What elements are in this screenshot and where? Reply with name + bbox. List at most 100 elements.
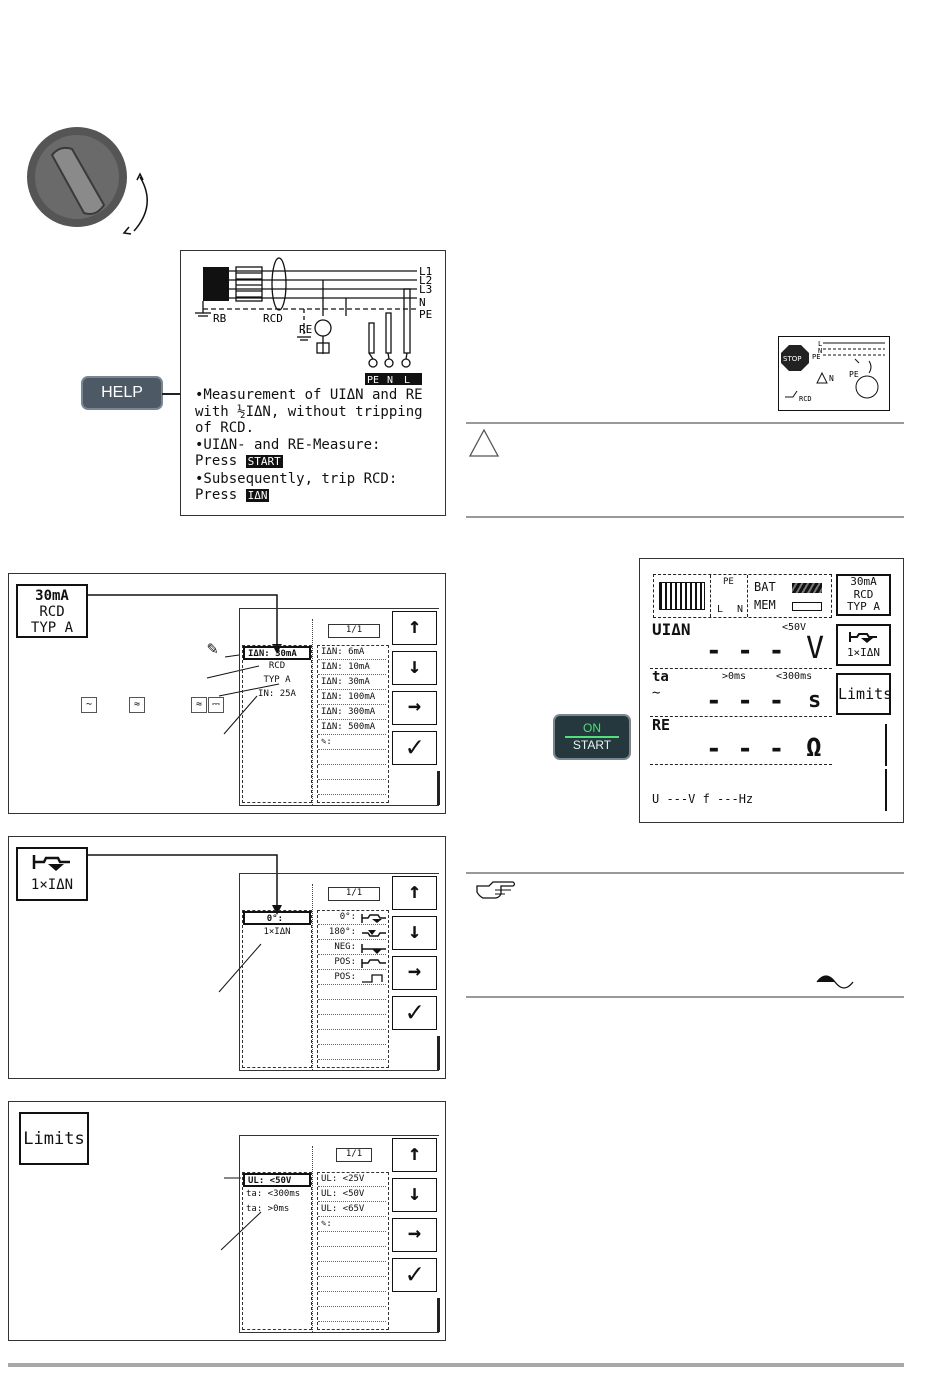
right-button[interactable]: → (392, 1218, 437, 1252)
ta-label: ta (652, 669, 669, 685)
right-button[interactable]: → (392, 956, 437, 990)
confirm-button[interactable]: ✓ (392, 996, 437, 1030)
option-ul-50[interactable]: UL: <50V (318, 1188, 386, 1202)
re-unit: Ω (806, 733, 822, 763)
mem-label: MEM (754, 598, 776, 612)
on-start-key[interactable]: ON START (555, 716, 629, 758)
label-rcd: RCD (263, 312, 283, 325)
idn-key-label: IΔN (245, 489, 270, 502)
up-button[interactable]: ↑ (392, 611, 437, 645)
option-idn-100[interactable]: IΔN: 100mA (318, 691, 386, 705)
scrollbar[interactable] (437, 1036, 440, 1070)
option-idn-6[interactable]: IΔN: 6mA (318, 646, 386, 660)
option-pos-half[interactable]: POS: (318, 956, 386, 970)
ta-value: - - - (706, 686, 785, 716)
option-edit[interactable]: ✎: (318, 1218, 386, 1232)
selected-idn[interactable]: IΔN: 30mA (243, 646, 311, 660)
svg-text:N: N (818, 347, 822, 355)
option-empty (318, 1263, 386, 1277)
option-empty (318, 751, 386, 765)
start-key-label: START (245, 455, 283, 468)
scrollbar[interactable] (437, 1298, 440, 1332)
limits-settings-panel: Limits 1/1 UL: <50V ta: <300ms ta: >0ms … (8, 1101, 446, 1341)
option-column: IΔN: 6mA IΔN: 10mA IΔN: 30mA IΔN: 100mA … (317, 645, 389, 803)
rotary-switch[interactable] (22, 125, 162, 240)
option-idn-30[interactable]: IΔN: 30mA (318, 676, 386, 690)
option-phase-0[interactable]: 0°: (318, 911, 386, 925)
option-neg[interactable]: NEG: (318, 941, 386, 955)
option-pos-dc[interactable]: POS: (318, 971, 386, 985)
scrollbar[interactable] (437, 771, 440, 805)
option-empty (318, 781, 386, 795)
pulse-mode-softkey[interactable]: 1×IΔN (836, 624, 891, 666)
ta-limit-lo: >0ms (722, 671, 747, 682)
page-indicator: 1/1 (328, 887, 380, 901)
softkey-bracket-2 (885, 769, 893, 811)
divider-top-2 (466, 516, 904, 518)
help-connector (162, 393, 180, 395)
option-ul-65[interactable]: UL: <65V (318, 1203, 386, 1217)
limits-key-label[interactable]: Limits (19, 1112, 89, 1165)
hand-pointer-icon (475, 878, 517, 904)
selected-ta-min: ta: >0ms (246, 1204, 290, 1214)
selected-ul[interactable]: UL: <50V (243, 1173, 311, 1187)
option-edit[interactable]: ✎: (318, 736, 386, 750)
uidn-limit: <50V (782, 622, 807, 633)
svg-text:RCD: RCD (799, 395, 812, 403)
down-button[interactable]: ↓ (392, 916, 437, 950)
meter-icon (659, 582, 705, 610)
confirm-button[interactable]: ✓ (392, 1258, 437, 1292)
divider-mid-1 (466, 872, 904, 874)
sine-symbol: ∼ (652, 685, 661, 701)
option-idn-10[interactable]: IΔN: 10mA (318, 661, 386, 675)
option-empty (318, 766, 386, 780)
rcd-wiring-diagram: L1 L2 L3 N PE RB RCD RE PE N L (195, 257, 432, 386)
option-empty (318, 1233, 386, 1247)
battery-status-bar: PE L N BAT MEM (653, 574, 832, 618)
selected-type: TYP A (263, 675, 291, 685)
pulse-settings-panel: 1×IΔN 1/1 0°: 1×IΔN 0°: 180°: NEG: POS: … (8, 836, 446, 1079)
selected-phase[interactable]: 0°: (243, 911, 311, 925)
right-button[interactable]: → (392, 691, 437, 725)
waveform-icons (361, 914, 386, 983)
svg-text:PE: PE (849, 370, 859, 379)
limits-softkey[interactable]: Limits (836, 673, 892, 715)
uidn-value: - - - (706, 636, 785, 666)
help-key[interactable]: HELP (83, 378, 161, 408)
up-button[interactable]: ↑ (392, 876, 437, 910)
pe-label: PE (723, 577, 734, 587)
option-ul-25[interactable]: UL: <25V (318, 1173, 386, 1187)
option-phase-180[interactable]: 180°: (318, 926, 386, 940)
option-empty (318, 1293, 386, 1307)
label-pe: PE (419, 308, 432, 321)
ta-unit: s (808, 688, 822, 713)
edit-icon: ✎ (207, 638, 218, 659)
up-button[interactable]: ↑ (392, 1138, 437, 1172)
warning-icon (468, 428, 500, 462)
svg-text:L: L (818, 340, 822, 348)
panel3-callouts (220, 1177, 262, 1251)
ac-pulsed-icon: ≈ (191, 697, 207, 713)
selected-multiplier: 1×IΔN (263, 927, 291, 937)
option-idn-500[interactable]: IΔN: 500mA (318, 721, 386, 735)
limits-screen: 1/1 UL: <50V ta: <300ms ta: >0ms UL: <25… (239, 1135, 440, 1333)
l-label: L (717, 604, 724, 615)
option-empty (318, 1031, 386, 1045)
re-value: - - - (706, 734, 785, 764)
pulse-key-label[interactable]: 1×IΔN (16, 847, 88, 901)
down-button[interactable]: ↓ (392, 1178, 437, 1212)
label-l1: L1 (419, 265, 432, 278)
option-empty (318, 1001, 386, 1015)
pulse-screen: 1/1 0°: 1×IΔN 0°: 180°: NEG: POS: POS: ↑ (239, 873, 440, 1071)
option-idn-300[interactable]: IΔN: 300mA (318, 706, 386, 720)
selected-column: 0°: 1×IΔN (242, 910, 312, 1068)
uidn-label: UIΔN (652, 620, 691, 639)
down-button[interactable]: ↓ (392, 651, 437, 685)
confirm-button[interactable]: ✓ (392, 731, 437, 765)
dc-icon: ⎓ (208, 697, 224, 713)
help-text: •Measurement of UIΔN and RE with ½IΔN, w… (195, 387, 423, 503)
